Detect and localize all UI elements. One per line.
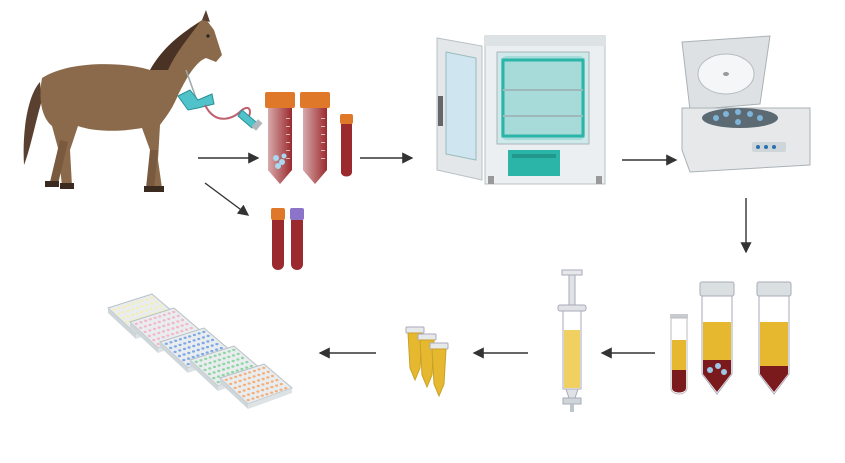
flow-arrows: [198, 152, 752, 359]
separated-blood-tube-icon: [756, 281, 792, 395]
incubator-icon: [436, 35, 606, 185]
blood-collection-needle-icon: [177, 69, 263, 131]
syringe-filter-icon: [557, 269, 587, 412]
vacutainer-tube-icon: [340, 114, 353, 177]
arrow-horse-to-vacutainers: [204, 182, 250, 216]
horse-icon: [23, 10, 222, 192]
microcentrifuge-tube-icon: [405, 326, 425, 382]
separated-blood-tube-icon: [699, 281, 735, 395]
vacutainer-tube-icon: [271, 208, 285, 270]
conical-tube-icon: [300, 92, 330, 184]
multiwell-plate-stack: [107, 293, 293, 409]
microcentrifuge-tube-icon: [429, 342, 449, 398]
vacutainer-tube-icon: [290, 208, 304, 270]
microcentrifuge-tube-icon: [417, 333, 437, 389]
separated-blood-tube-icon: [670, 314, 688, 395]
conical-tube-icon: [265, 92, 295, 184]
centrifuge-icon: [681, 35, 811, 173]
multiwell-plate-icon: [219, 363, 293, 409]
